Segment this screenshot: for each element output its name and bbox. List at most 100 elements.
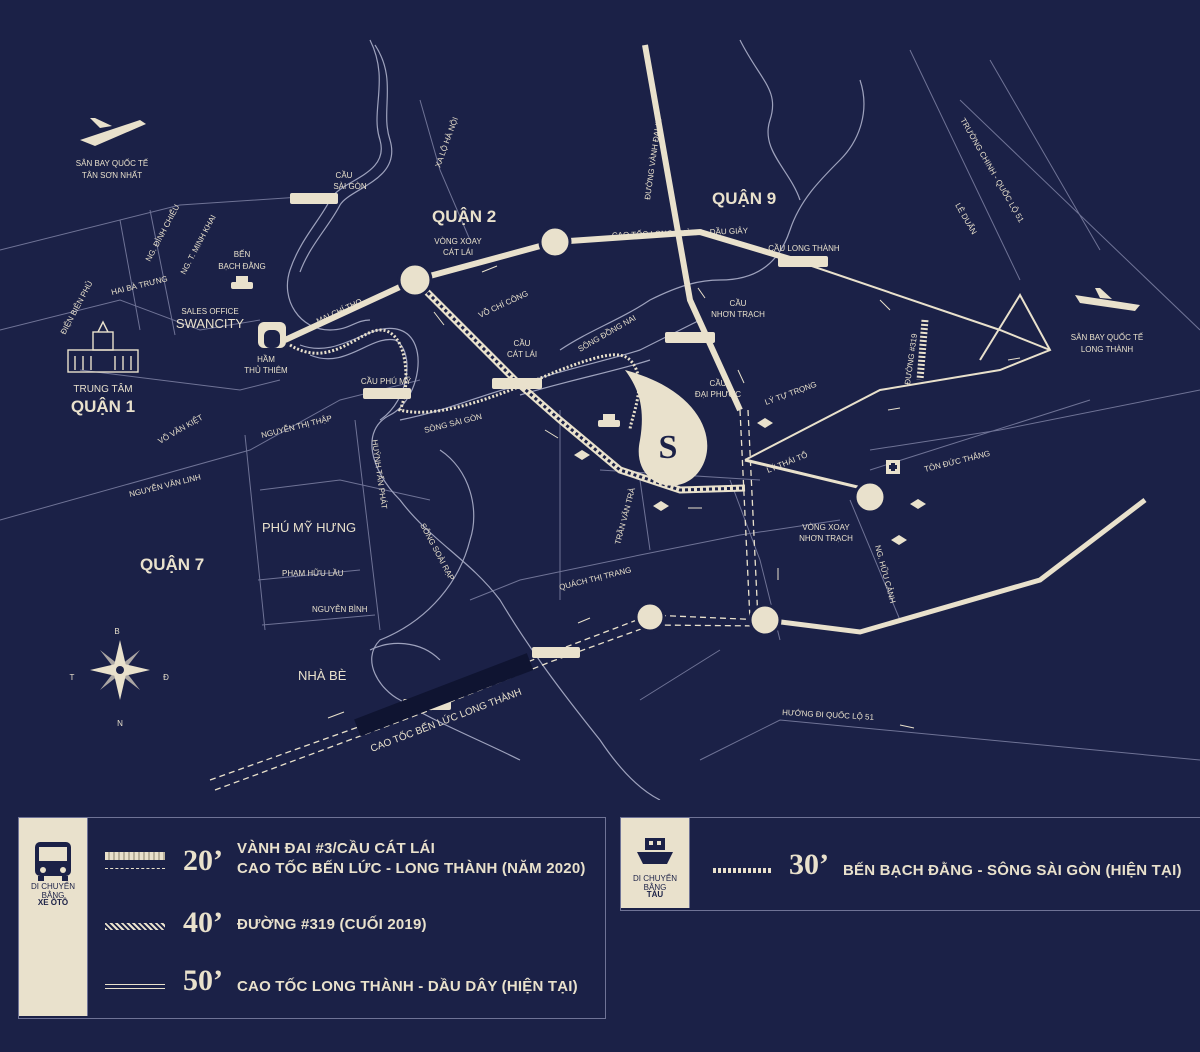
sales-office-label: SALES OFFICE	[181, 307, 238, 316]
roundabouts	[397, 225, 887, 637]
legend-desc: CAO TỐC BẾN LỨC - LONG THÀNH (NĂM 2020)	[237, 860, 586, 877]
ben-luc-expressway	[209, 409, 766, 791]
bridge-dai-phuoc-label-2: ĐẠI PHƯỚC	[695, 390, 741, 399]
bridge-cat-lai-label-2: CÁT LÁI	[507, 350, 537, 359]
street-label: NG. ĐÌNH CHIỂU	[144, 203, 182, 263]
roundabout-cat-lai	[538, 225, 572, 259]
street-label: XA LỘ HÀ NỘI	[433, 116, 460, 169]
bridge-long-thanh-label: CẦU LONG THÀNH	[768, 243, 840, 253]
street-label: PHẠM HỮU LẦU	[282, 568, 344, 578]
roundabout-nhon-trach-label: VÒNG XOAY	[802, 523, 850, 532]
airport-tsn-label: SÂN BAY QUỐC TẾ	[76, 158, 148, 168]
compass-south: N	[117, 719, 123, 728]
rivers	[286, 39, 865, 800]
legend-time-30: 30’	[789, 848, 829, 881]
bridge-icon	[363, 388, 411, 399]
map-canvas: S	[0, 39, 1200, 800]
legend-car-caption-2: XE ÔTÔ	[37, 898, 69, 907]
roundabout-ben-luc	[634, 601, 666, 633]
legend-divider	[689, 818, 690, 908]
legend-desc: ĐƯỜNG #319 (CUỐI 2019)	[237, 916, 427, 933]
street-label: NG. T. MINH KHAI	[179, 213, 218, 276]
project-logo: S	[625, 370, 708, 486]
street-label: TÔN ĐỨC THẮNG	[923, 449, 991, 474]
river-label: SÔNG SÀI GÒN	[423, 412, 483, 435]
tunnel-label: HẦM	[257, 354, 275, 364]
bridge-icon	[778, 256, 828, 267]
district-nha-be-label: NHÀ BÈ	[298, 668, 347, 683]
legend-desc: CAO TỐC LONG THÀNH - DẦU DÂY (HIỆN TẠI)	[237, 978, 578, 995]
district-q1-label: QUẬN 1	[71, 397, 135, 416]
compass-east: Đ	[163, 673, 169, 682]
district-q9-label: QUẬN 9	[712, 189, 776, 208]
legend-line-road-319	[105, 923, 165, 930]
river-label: SÔNG SOÀI RẠP	[418, 522, 456, 582]
legend-boat-badge: DI CHUYỂN BẰNG TÀU	[621, 818, 689, 908]
legend-desc: VÀNH ĐAI #3/CẦU CÁT LÁI	[237, 840, 435, 857]
bridge-icon	[492, 378, 542, 389]
compass-west: T	[70, 673, 75, 682]
bridge-icon	[532, 647, 580, 658]
legend-car: DI CHUYỂN BẰNG XE ÔTÔ 20’ VÀNH ĐAI #3/CẦ…	[18, 817, 606, 1019]
compass-icon	[90, 640, 150, 700]
city-hall-icon	[67, 320, 139, 373]
legend-time-20: 20’	[183, 844, 223, 877]
tunnel-icon	[258, 322, 286, 348]
tunnel-label-2: THỦ THIÊM	[244, 366, 288, 375]
legend-time-50: 50’	[183, 964, 223, 997]
bridge-nhon-trach-label: CẦU	[730, 298, 747, 308]
legend-line-ring-road	[105, 852, 165, 860]
ship-icon	[637, 838, 673, 864]
legend-line-expressway	[105, 868, 165, 869]
legend-divider	[87, 818, 88, 1016]
district-q2-label: QUẬN 2	[432, 207, 496, 226]
expressway-label-plate: CAO TỐC BẾN LỨC LONG THÀNH	[354, 653, 534, 755]
roundabout-cat-lai-label: VÒNG XOAY	[434, 237, 482, 246]
street-label: HAI BÀ TRƯNG	[110, 274, 168, 297]
street-label: TRƯỜNG CHINH - QUỐC LỘ 51	[958, 116, 1026, 225]
bridge-nhon-trach-label-2: NHƠN TRẠCH	[711, 310, 765, 319]
legend-desc: BẾN BẠCH ĐẰNG - SÔNG SÀI GÒN (HIỆN TẠI)	[843, 862, 1182, 879]
ship-icon	[598, 414, 620, 427]
ship-icon	[231, 276, 253, 289]
street-label: ĐƯỜNG VÀNH ĐAI #3	[643, 117, 663, 201]
road-319	[916, 319, 929, 381]
street-label: NG. HỮU CẢNH	[873, 544, 897, 604]
ben-bach-dang-label: BẾN	[234, 249, 251, 259]
legend-boat-caption-2: TÀU	[646, 890, 664, 899]
bridge-icon	[290, 193, 338, 204]
river-label: SÔNG ĐỒNG NAI	[576, 312, 638, 353]
legend-line-boat	[713, 868, 771, 873]
bridge-dai-phuoc-label: CẦU	[710, 378, 727, 388]
plane-icon	[1075, 288, 1140, 311]
legend-line-lt-dg	[105, 984, 165, 989]
airport-lt-label: SÂN BAY QUỐC TẾ	[1071, 332, 1143, 342]
bus-icon	[35, 842, 71, 881]
street-label: HUỲNH TẤN PHÁT	[370, 439, 390, 510]
ben-bach-dang-label-2: BẠCH ĐẰNG	[218, 262, 266, 271]
legend-boat: DI CHUYỂN BẰNG TÀU 30’ BẾN BẠCH ĐẰNG - S…	[620, 817, 1200, 911]
street-label: LÝ TỰ TRỌNG	[764, 380, 818, 407]
bridge-icon	[665, 332, 715, 343]
roundabout-cat-lai-west	[397, 262, 433, 298]
ring-road-3	[412, 277, 746, 494]
airport-lt-label-2: LONG THÀNH	[1081, 345, 1134, 354]
hospital-icon	[886, 460, 900, 474]
roundabout-junction	[748, 603, 782, 637]
legend-car-caption: DI CHUYỂN BẰNG	[30, 882, 75, 900]
roundabout-nhon-trach-label-2: NHƠN TRẠCH	[799, 534, 853, 543]
compass-north: B	[114, 627, 119, 636]
bridge-sai-gon-label-2: SÀI GÒN	[333, 182, 367, 191]
sales-office-name: SWANCITY	[176, 316, 244, 331]
street-label: NGUYỄN VĂN LINH	[128, 472, 202, 499]
street-label: MAI CHÍ THỌ	[315, 297, 363, 326]
bridge-phu-my-label: CẦU PHÚ MỸ	[361, 376, 412, 386]
street-label: NGUYỄN THỊ THẬP	[260, 414, 333, 440]
legend-time-40: 40’	[183, 906, 223, 939]
direction-arrows	[327, 265, 1021, 729]
project-logo-letter: S	[659, 429, 678, 466]
street-label: CAO TỐC LONG THÀNH - DẦU GIÂY	[612, 225, 749, 240]
street-network	[0, 49, 1200, 761]
street-label: VÕ VĂN KIỆT	[157, 413, 205, 446]
